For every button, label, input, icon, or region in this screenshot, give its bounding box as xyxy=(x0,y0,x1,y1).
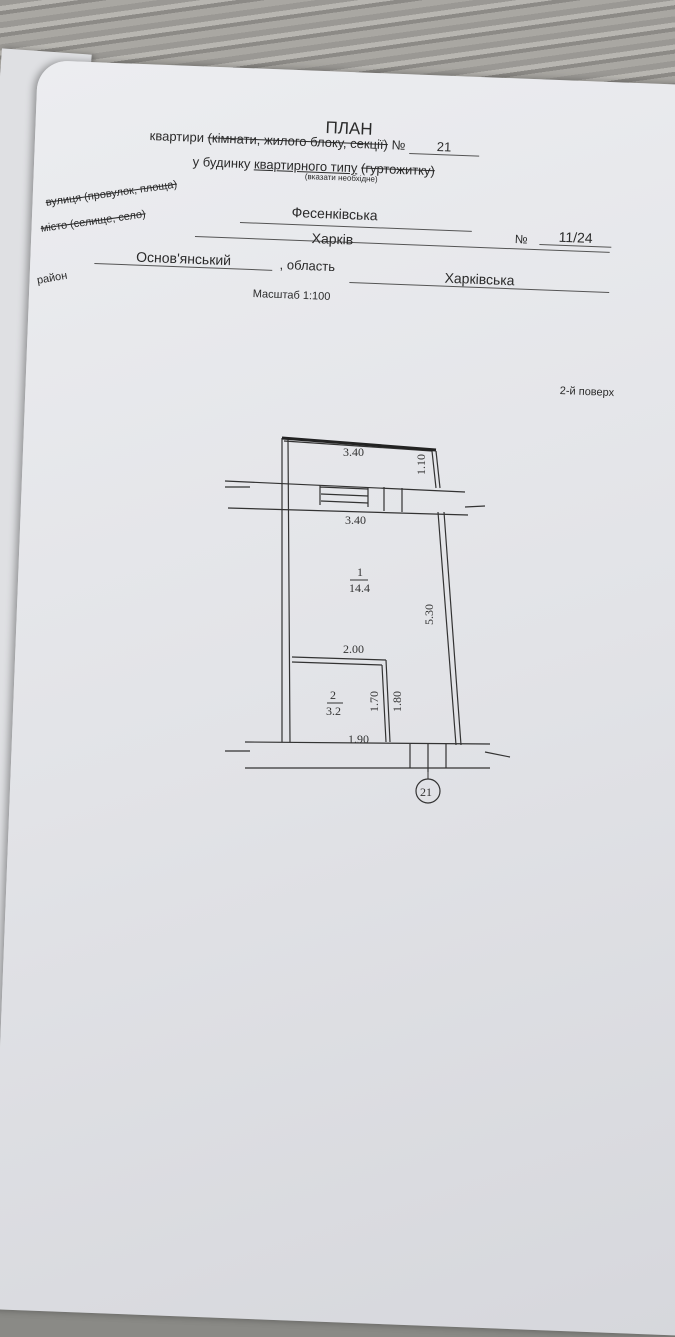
dim-balcony-depth: 1.10 xyxy=(414,454,428,475)
dim-bath-top: 2.00 xyxy=(343,642,364,656)
bathroom-partition xyxy=(291,656,391,743)
room-1-number: 1 xyxy=(357,565,363,579)
apartment-marker: 21 xyxy=(420,785,432,799)
dim-room-width: 3.40 xyxy=(345,513,366,527)
room-2-number: 2 xyxy=(330,688,336,702)
dim-bath-h2: 1.80 xyxy=(390,691,404,712)
dim-top-width: 3.40 xyxy=(343,445,364,459)
dim-bath-bottom: 1.90 xyxy=(348,732,369,746)
apartment-marker-circle xyxy=(415,778,441,804)
break-lines xyxy=(225,486,511,758)
dim-bath-h1: 1.70 xyxy=(367,691,381,712)
room-2-area: 3.2 xyxy=(326,704,341,718)
dim-room-length: 5.30 xyxy=(422,604,436,625)
window xyxy=(319,485,369,507)
left-wall xyxy=(281,438,291,743)
right-wall xyxy=(437,511,462,746)
outer-wall-bottom xyxy=(244,741,491,769)
entrance-door xyxy=(409,744,447,772)
balcony-right-wall xyxy=(431,450,441,489)
balcony-railing-thick xyxy=(281,436,437,452)
door-marks xyxy=(383,487,403,512)
outer-wall-top xyxy=(224,480,469,516)
floor-plan-drawing: 3.40 1.10 3.40 5.30 2.00 1.90 1.70 1.80 … xyxy=(224,436,511,804)
room-1-area: 14.4 xyxy=(349,581,370,595)
